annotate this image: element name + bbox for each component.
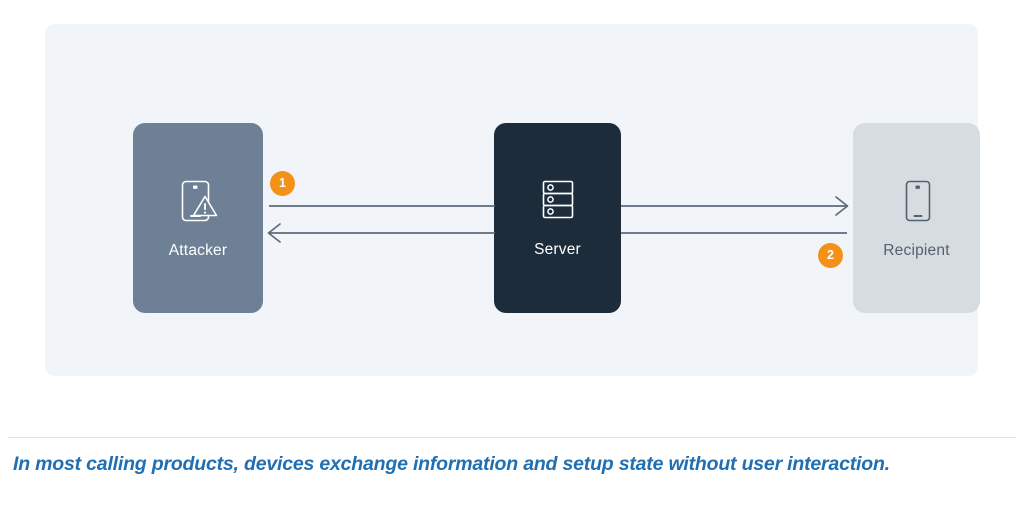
step-badge-1: 1 xyxy=(270,171,295,196)
diagram-node-recipient: Recipient xyxy=(853,123,980,313)
phone-icon xyxy=(900,177,934,230)
node-label-attacker: Attacker xyxy=(168,241,228,259)
caption-text: In most calling products, devices exchan… xyxy=(13,453,890,475)
node-label-server: Server xyxy=(534,240,581,258)
diagram-node-server: Server xyxy=(494,123,621,313)
step-badge-2: 2 xyxy=(818,243,843,268)
node-label-recipient: Recipient xyxy=(883,241,950,259)
connector-attacker-server xyxy=(263,192,495,248)
server-rack-icon xyxy=(539,178,577,229)
diagram-panel: Attacker Server Recipient xyxy=(45,24,980,376)
connector-server-recipient xyxy=(621,192,853,248)
caption-divider xyxy=(8,437,1016,438)
phone-warning-icon xyxy=(177,177,219,230)
diagram-node-attacker: Attacker xyxy=(133,123,263,313)
